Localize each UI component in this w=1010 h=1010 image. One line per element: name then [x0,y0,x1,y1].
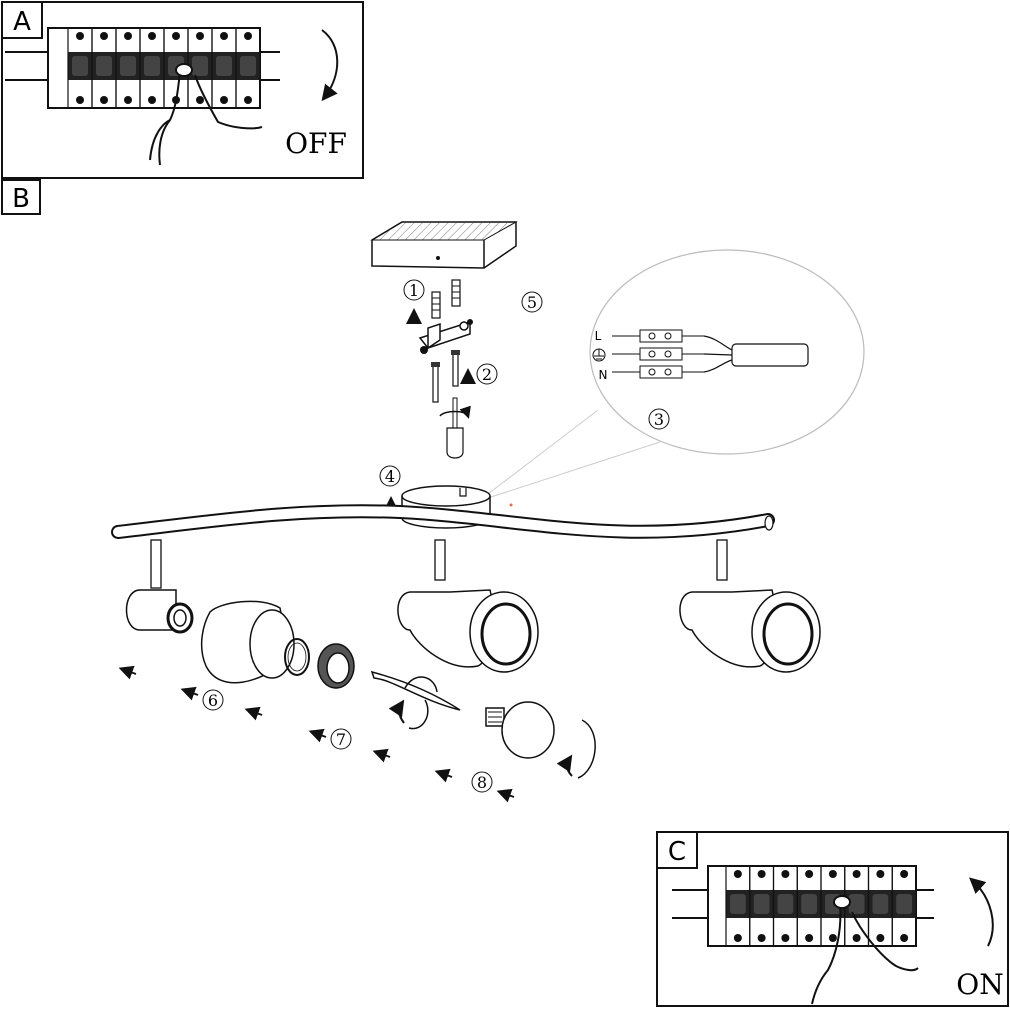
breaker-module [235,27,261,109]
on-label: ON [956,968,1003,1001]
light-bulb [485,701,555,759]
wall-plug-icons [431,279,461,319]
hand-icon-a [149,71,263,166]
breaker-module [115,27,141,109]
step-number-label: 8 [477,773,487,792]
breaker-module [725,865,751,947]
ceiling-block [370,221,518,269]
step-number-3: 3 [648,408,670,430]
rubber-ring [284,638,310,676]
screwdriver-icon [439,397,471,459]
arrow-left-icon [308,728,327,743]
wire-label-l: L [595,329,602,343]
terminal-connector [612,365,704,379]
retaining-ring [317,643,355,689]
glass-shade [200,600,295,684]
step-number-6: 6 [202,689,224,711]
panel-b-letter: B [12,184,30,214]
on-arrow-icon [969,877,994,947]
step-number-7: 7 [330,728,352,750]
panel-c-letter: C [668,837,686,867]
arrow-left-icon [496,788,515,803]
terminal-connector [612,347,704,361]
hand-icon-c [811,904,919,1005]
breaker-block-a [5,27,280,109]
wiring-zoom-bubble: L N [487,249,865,499]
arrow-left-icon [372,748,391,763]
breaker-module [891,865,917,947]
step-number-label: 3 [654,410,664,429]
terminal-connector [612,329,704,343]
panel-c-frame [656,831,1009,1007]
panel-a: A OFF [1,1,364,179]
mounting-bracket [418,319,473,354]
arrow-left-icon [244,706,263,721]
panel-a-letter-box [1,1,43,39]
screw-icons [431,350,460,403]
spot-stem [150,539,162,589]
step-number-4: 4 [379,465,401,487]
off-label: OFF [285,127,347,160]
breaker-module [749,865,775,947]
panel-b-letter-box [1,179,41,215]
panel-a-frame [1,1,364,179]
arrow-left-icon [118,665,137,680]
arrow-left-icon [434,768,453,783]
step-number-label: 5 [527,293,537,312]
spot-head [397,539,539,673]
off-arrow-icon [321,29,339,102]
wire-label-n: N [599,368,608,382]
step-number-label: 1 [409,281,419,300]
step-number-5: 5 [521,291,543,313]
breaker-block-c [672,865,934,947]
spot-head [679,539,821,673]
rotate-arrow-icon [556,719,596,779]
panel-c: C ON [656,831,1009,1007]
earth-ground-icon [592,348,606,362]
step-number-label: 7 [336,730,346,749]
step-number-1: 1 [403,279,425,301]
step-number-label: 2 [482,365,492,384]
step-number-label: 4 [385,467,395,486]
step-number-2: 2 [476,363,498,385]
arrow-left-icon [180,686,199,701]
breaker-module [772,865,798,947]
panel-c-letter-box [656,831,698,869]
step-number-label: 6 [208,691,218,710]
lamp-socket [125,589,194,634]
spring-clip [370,670,461,730]
panel-a-letter: A [13,7,31,37]
step-number-8: 8 [471,771,493,793]
